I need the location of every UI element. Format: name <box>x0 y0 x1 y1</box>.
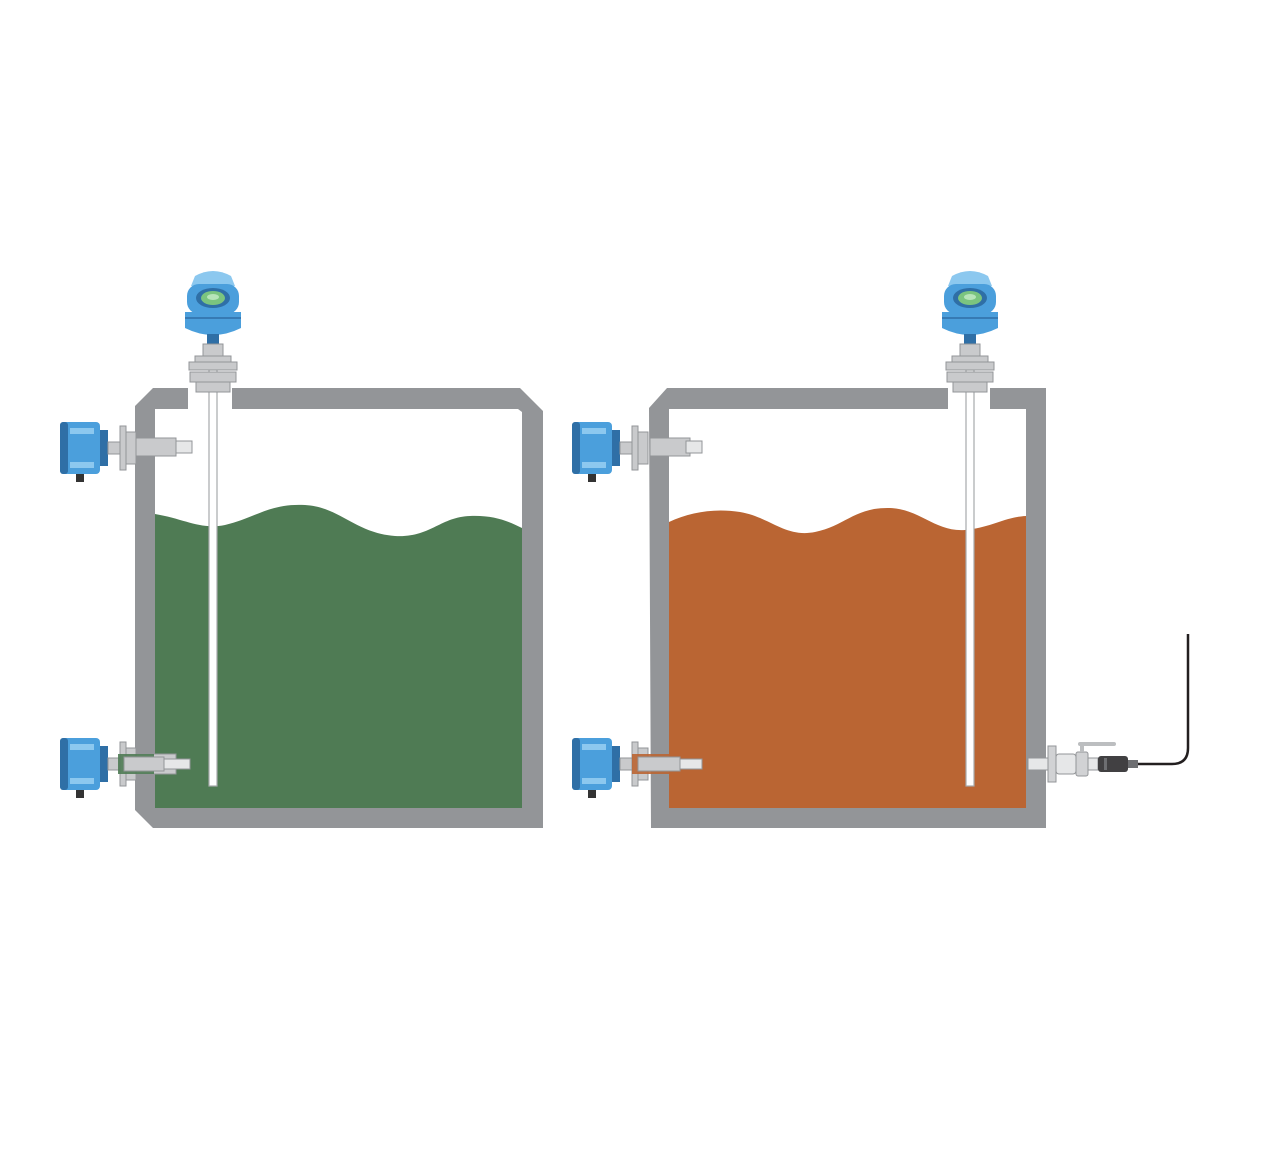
level-switch-icon <box>571 421 649 483</box>
tank-right-liquid <box>669 507 1026 808</box>
level-switch-icon <box>59 421 137 483</box>
transmitter-icon <box>941 270 999 371</box>
tank-right-radar-probe <box>965 369 975 787</box>
valve-icon <box>1075 742 1116 777</box>
pressure-sensor-cable <box>1138 634 1190 766</box>
tank-left-liquid <box>155 504 522 808</box>
tank-left-radar-probe <box>208 369 218 787</box>
tank-left <box>59 270 543 828</box>
tank-right <box>571 270 1190 828</box>
pressure-sensor-icon <box>1027 634 1190 783</box>
transmitter-icon <box>184 270 242 371</box>
